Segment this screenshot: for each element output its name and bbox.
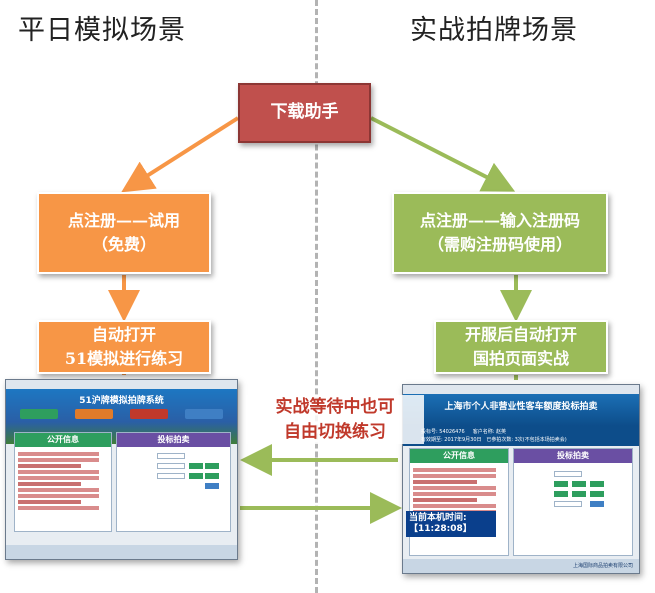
simulation-mini-button [20, 409, 58, 419]
simulation-bid-field [157, 453, 185, 459]
live-bid-button [590, 491, 604, 497]
live-bid-button [590, 481, 604, 487]
live-bid-button [554, 481, 568, 487]
simulation-bid-field [157, 473, 185, 479]
switch-practice-note: 实战等待中也可 自由切换练习 [246, 395, 424, 445]
live-public-info-header: 公开信息 [410, 449, 508, 463]
simulation-app-title: 51沪牌模拟拍牌系统 [79, 396, 164, 406]
simulation-bid-header: 投标拍卖 [117, 433, 230, 447]
simulation-button-row [20, 409, 223, 419]
auto-open-live-line2: 国拍页面实战 [472, 349, 569, 368]
live-bid-button [554, 491, 568, 497]
live-header-background [403, 394, 639, 426]
live-bidder-info-line2: 有效期至: 2017年9月30日 已参拍次数: 3次(不包括本场拍卖会) [421, 437, 567, 443]
simulation-bid-button [189, 473, 203, 479]
simulation-public-info-lines [15, 447, 111, 515]
live-bid-header: 投标拍卖 [514, 449, 632, 463]
switch-practice-note-line1: 实战等待中也可 [275, 397, 395, 417]
register-trial-line2: （免费） [91, 235, 156, 254]
simulation-mini-button [75, 409, 113, 419]
live-bid-button [590, 501, 604, 507]
simulation-public-info-header: 公开信息 [15, 433, 111, 447]
auto-open-simulation-box: 自动打开 51模拟进行练习 [37, 320, 211, 374]
simulation-titlebar [6, 380, 237, 389]
live-clock: 当前本机时间: 【11:28:08】 [406, 511, 496, 537]
left-scenario-heading: 平日模拟场景 [18, 15, 186, 46]
download-helper-box: 下载助手 [238, 83, 371, 143]
simulation-bid-field [157, 463, 185, 469]
register-trial-line1: 点注册——试用 [67, 211, 180, 230]
live-bid-panel: 投标拍卖 [513, 448, 633, 556]
simulation-bid-button [205, 483, 219, 489]
live-bid-field [554, 471, 582, 477]
register-code-line1: 点注册——输入注册码 [419, 211, 580, 230]
simulation-public-info-panel: 公开信息 [14, 432, 112, 532]
live-bid-button [572, 481, 586, 487]
live-bidder-info: 投标号: 54026476 客户名称: 赵英 有效期至: 2017年9月30日 … [403, 426, 639, 446]
live-bidder-info-line1: 投标号: 54026476 客户名称: 赵英 [421, 429, 506, 435]
center-dashed-divider [315, 0, 318, 593]
simulation-bid-button [205, 463, 219, 469]
live-titlebar [403, 385, 639, 394]
switch-practice-note-line2: 自由切换练习 [284, 421, 386, 442]
simulation-mini-button [130, 409, 168, 419]
register-code-line2: （需购注册码使用） [427, 235, 572, 254]
live-footer: 上海国际商品拍卖有限公司 [403, 559, 639, 573]
live-public-info-panel: 公开信息 [409, 448, 509, 556]
download-helper-label: 下载助手 [270, 102, 339, 123]
arrow-download-to-trial [121, 116, 240, 193]
arrow-download-to-code [370, 116, 516, 192]
auto-open-simulation-line2: 51模拟进行练习 [64, 349, 184, 368]
auto-open-simulation-line1: 自动打开 [91, 325, 156, 344]
simulation-mini-button [185, 409, 223, 419]
simulation-app-screenshot: 51沪牌模拟拍牌系统 公开信息 投标拍卖 [5, 379, 238, 560]
simulation-bid-panel: 投标拍卖 [116, 432, 231, 532]
simulation-footer [6, 545, 237, 559]
register-code-box: 点注册——输入注册码 （需购注册码使用） [392, 192, 608, 274]
live-auction-screenshot: 上海市个人非营业性客车额度投标拍卖 投标号: 54026476 客户名称: 赵英… [402, 384, 640, 574]
live-bid-button [572, 491, 586, 497]
simulation-bid-button [205, 473, 219, 479]
auto-open-live-box: 开服后自动打开 国拍页面实战 [434, 320, 608, 374]
live-app-title: 上海市个人非营业性客车额度投标拍卖 [444, 402, 598, 412]
auto-open-live-line1: 开服后自动打开 [464, 325, 577, 344]
register-trial-box: 点注册——试用 （免费） [37, 192, 211, 274]
live-bid-field [554, 501, 582, 507]
right-scenario-heading: 实战拍牌场景 [410, 15, 578, 46]
simulation-bid-button [189, 463, 203, 469]
live-clock-time: 【11:28:08】 [409, 524, 472, 534]
live-clock-label: 当前本机时间: [409, 513, 467, 523]
